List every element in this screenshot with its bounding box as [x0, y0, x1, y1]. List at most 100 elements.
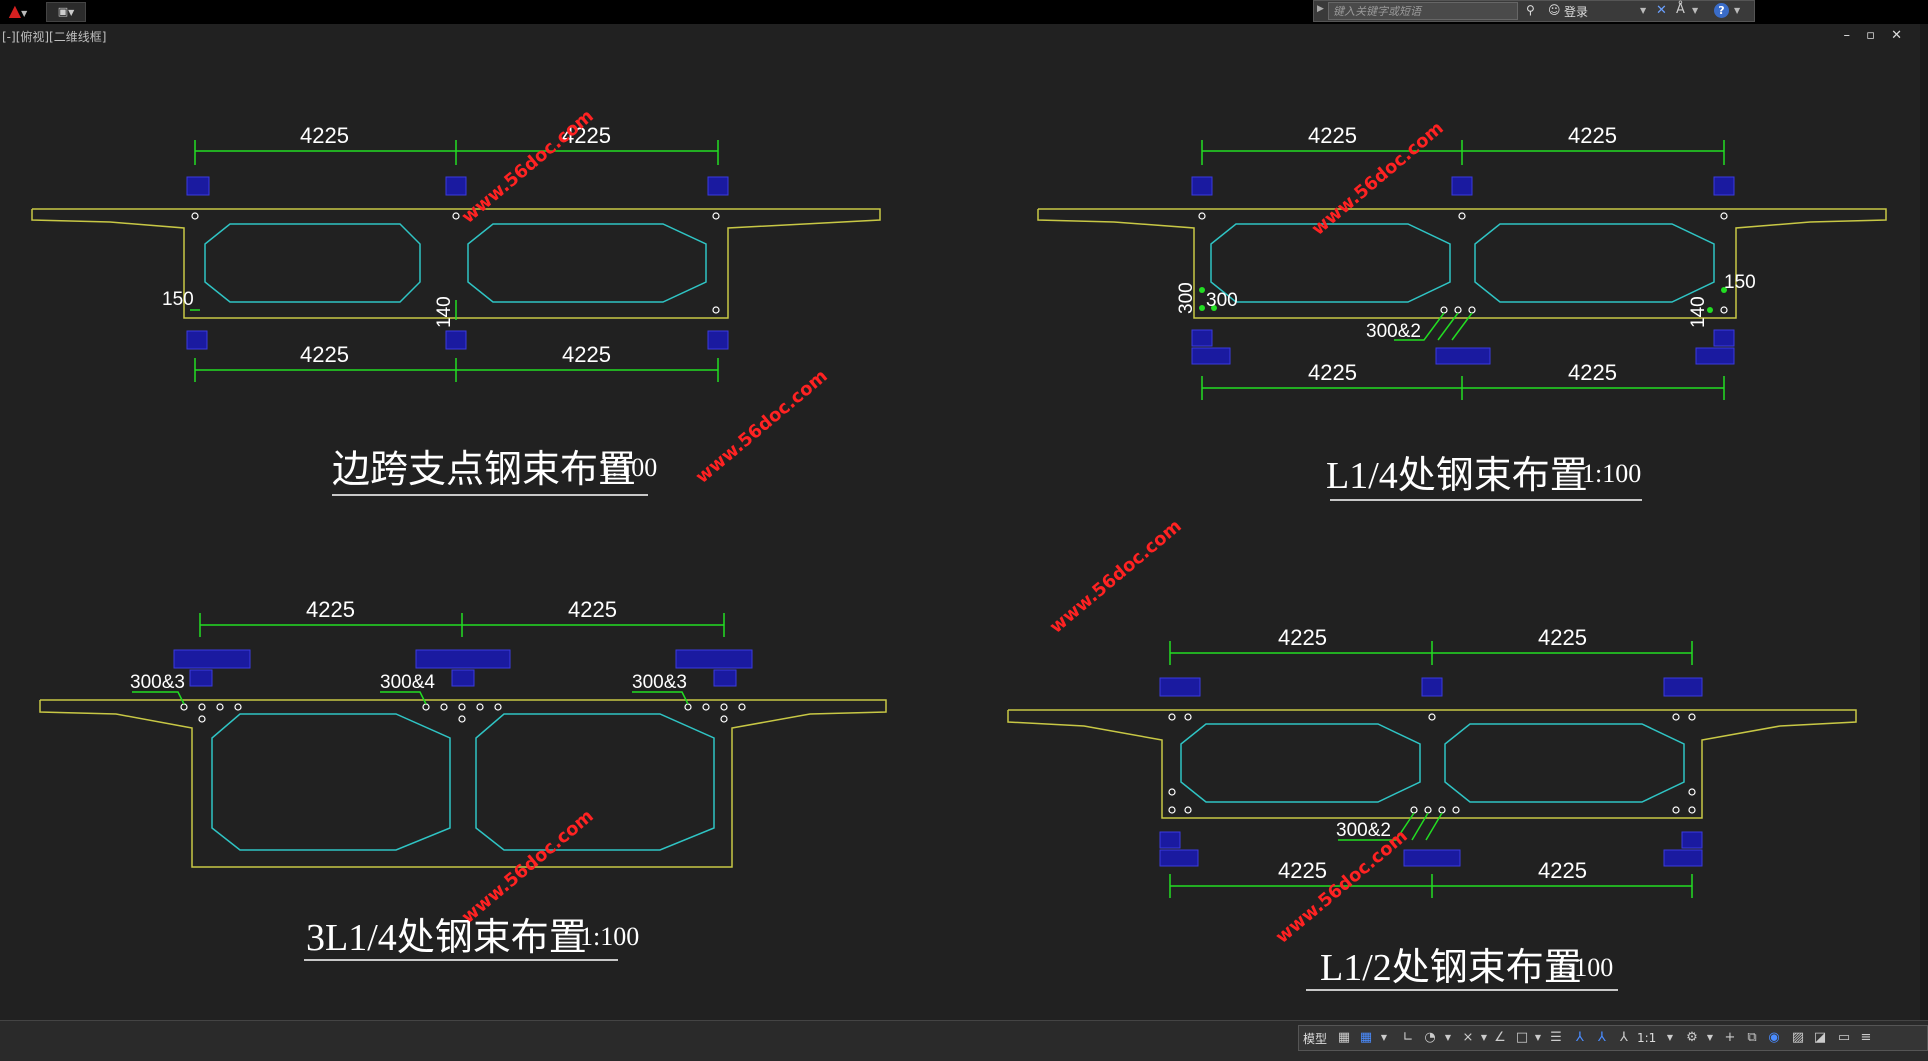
tendon-tag — [445, 176, 467, 196]
dimension-top: 4225 4225 — [194, 123, 719, 165]
tendon-tag — [1191, 347, 1231, 365]
chevron-down-icon[interactable]: ▼ — [1706, 1033, 1714, 1042]
model-tab[interactable]: 模型 — [1303, 1032, 1328, 1046]
tendon-tag — [675, 649, 753, 669]
dim-text: 4225 — [300, 342, 349, 367]
tendon-tag — [1421, 677, 1443, 697]
expand-arrow-icon[interactable]: ▶ — [1317, 4, 1324, 14]
annotation-scale-select[interactable]: 1:1 — [1637, 1031, 1657, 1045]
drawing-title: 3L1/4处钢束布置 — [306, 917, 587, 959]
polar-icon[interactable]: ◔ — [1424, 1030, 1436, 1045]
tendon-tag — [189, 669, 213, 687]
anno-text: 300&3 — [130, 672, 185, 693]
help-icon[interactable]: ? — [1714, 3, 1729, 18]
drawing-scale: 1:100 — [598, 453, 657, 482]
dim-text: 4225 — [1538, 625, 1587, 650]
binoculars-icon[interactable]: ⚲ — [1526, 3, 1535, 17]
dim-text: 4225 — [1568, 123, 1617, 148]
chevron-down-icon[interactable]: ▼ — [1380, 1033, 1388, 1042]
watermark-text: www.56doc.com — [1046, 516, 1186, 638]
object-snap-icon[interactable]: □ — [1515, 1030, 1529, 1045]
tendon-tag — [1451, 176, 1473, 196]
cavity-left — [211, 713, 451, 851]
app-menu-button[interactable]: ▲▼ — [2, 2, 34, 22]
clean-screen-icon[interactable]: ▭ — [1837, 1030, 1851, 1045]
anno-text: 150 — [162, 289, 194, 310]
dim-text: 4225 — [568, 597, 617, 622]
tendon-tag — [186, 176, 210, 196]
login-link[interactable]: 登录 — [1564, 5, 1589, 19]
tendon-tag — [1159, 849, 1199, 867]
tendon-tag — [707, 330, 729, 350]
tendon-tag — [1681, 831, 1703, 849]
tendon-tag — [1191, 329, 1213, 347]
dim-text: 4225 — [1308, 360, 1357, 385]
chevron-down-icon[interactable]: ▼ — [1640, 6, 1647, 15]
hardware-acceleration-icon[interactable]: ◉ — [1768, 1030, 1780, 1045]
object-snap-tracking-icon[interactable]: ∠ — [1494, 1030, 1506, 1045]
a360-icon[interactable]: Å — [1676, 2, 1685, 17]
search-input[interactable] — [1328, 2, 1518, 20]
anno-text: 300 — [1176, 282, 1197, 314]
cavity-left — [1210, 223, 1451, 303]
dimension-top: 4225 4225 — [1201, 123, 1725, 165]
ortho-icon[interactable]: ∟ — [1402, 1030, 1414, 1045]
image-icon[interactable]: ▨ — [1791, 1030, 1805, 1045]
plus-icon[interactable]: + — [1724, 1030, 1736, 1045]
girder-outline — [39, 699, 887, 868]
drawing-scale: 1:100 — [1554, 953, 1613, 982]
grid-icon[interactable]: ▦ — [1337, 1030, 1351, 1045]
drawing-title: 边跨支点钢束布置 — [332, 449, 636, 491]
exchange-icon[interactable]: ✕ — [1656, 3, 1667, 18]
save-icon: ▣ — [57, 5, 69, 18]
status-bar: 模型 ▦ ▦ ▼ ∟ ◔ ▼ ⨯ ▼ ∠ □ ▼ ☰ ⅄ ⅄ ⅄ 1:1 ▼ ⚙… — [0, 1020, 1928, 1061]
tendon-tag — [1159, 831, 1181, 849]
tendon-tag — [1435, 347, 1491, 365]
dim-text: 4225 — [1538, 858, 1587, 883]
chevron-down-icon[interactable]: ▼ — [1444, 1033, 1452, 1042]
snap-icon[interactable]: ▦ — [1359, 1030, 1373, 1045]
isolate-objects-icon[interactable]: ⧉ — [1747, 1030, 1757, 1045]
chevron-down-icon[interactable]: ▼ — [1480, 1033, 1488, 1042]
girder-outline — [1007, 709, 1857, 819]
chevron-down-icon[interactable]: ▼ — [1666, 1033, 1674, 1042]
tendon-tag — [1403, 849, 1461, 867]
anno-text: 300&2 — [1336, 820, 1391, 841]
autocad-logo-icon: ▲ — [8, 1, 22, 20]
drawing-canvas[interactable]: .outline{fill:none;stroke:#c8c845;stroke… — [0, 24, 1920, 1020]
palette-icon[interactable]: ◪ — [1813, 1030, 1827, 1045]
lineweight-icon[interactable]: ☰ — [1550, 1030, 1562, 1045]
auto-scale-icon[interactable]: ⅄ — [1598, 1030, 1606, 1045]
tendon-tag — [1663, 849, 1703, 867]
watermark-text: www.56doc.com — [692, 366, 832, 488]
anno-text: 300&3 — [632, 672, 687, 693]
quick-access-save-button[interactable]: ▣▼ — [46, 2, 86, 22]
annotation-visibility-icon[interactable]: ⅄ — [1576, 1030, 1584, 1045]
anno-text: 150 — [1724, 272, 1756, 293]
tendon-tag — [1663, 677, 1703, 697]
cavity-right — [467, 223, 707, 303]
vertical-scrollbar[interactable] — [1920, 24, 1928, 1020]
tendon-tag — [1159, 677, 1201, 697]
dimension-bottom: 4225 4225 — [1201, 360, 1725, 400]
annotation-scale-icon[interactable]: ⅄ — [1620, 1030, 1628, 1045]
tendon-tag — [451, 669, 475, 687]
tendon-tag — [1713, 329, 1735, 347]
dim-text: 4225 — [300, 123, 349, 148]
tendon-tag — [445, 330, 467, 350]
cavity-left — [204, 223, 421, 303]
viewport-controls[interactable]: [-][俯视][二维线框] — [2, 30, 107, 44]
tendon-tag — [173, 649, 251, 669]
window-controls[interactable]: – ▫ ✕ — [1843, 28, 1908, 43]
gear-icon[interactable]: ⚙ — [1686, 1030, 1698, 1045]
chevron-down-icon[interactable]: ▼ — [1734, 6, 1741, 15]
tendon-tag — [186, 330, 208, 350]
status-tray: 模型 ▦ ▦ ▼ ∟ ◔ ▼ ⨯ ▼ ∠ □ ▼ ☰ ⅄ ⅄ ⅄ 1:1 ▼ ⚙… — [1298, 1025, 1928, 1051]
menu-icon[interactable]: ≡ — [1860, 1030, 1872, 1045]
anno-text: 300 — [1206, 290, 1238, 311]
tendon-tag — [707, 176, 729, 196]
chevron-down-icon[interactable]: ▼ — [1534, 1033, 1542, 1042]
isodraft-icon[interactable]: ⨯ — [1462, 1030, 1474, 1045]
dim-text: 4225 — [1568, 360, 1617, 385]
chevron-down-icon[interactable]: ▼ — [1692, 6, 1699, 15]
